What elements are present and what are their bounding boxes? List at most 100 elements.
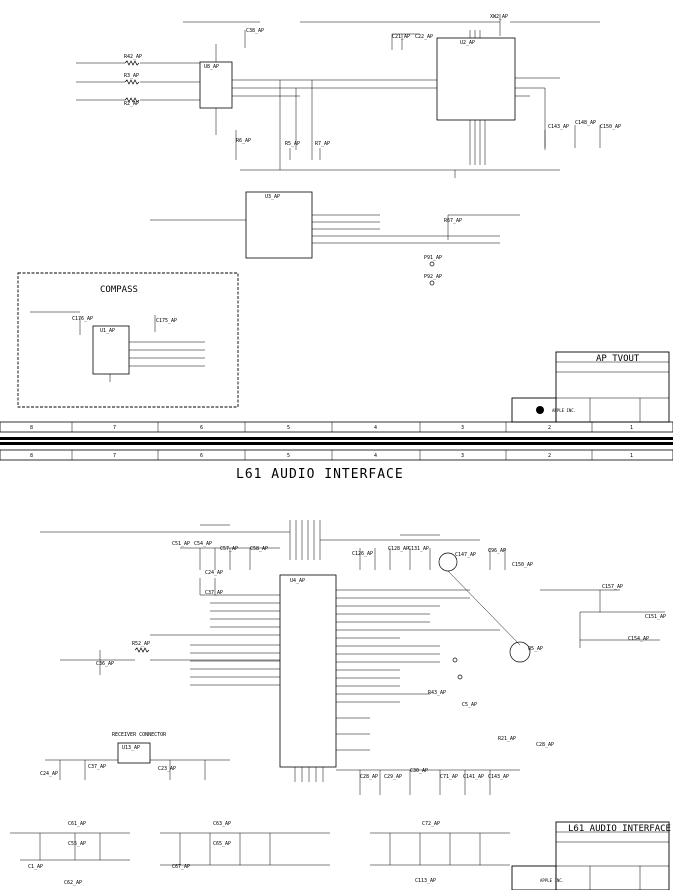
comp-label: C71_AP bbox=[440, 774, 458, 780]
chip-u2 bbox=[436, 37, 516, 121]
comp-label: C148_AP bbox=[575, 120, 596, 126]
receiver-connector-label: RECEIVER CONNECTOR bbox=[112, 732, 167, 738]
lower-sheet: L61 AUDIO INTERFACE U4_AP C51_AP C54_AP … bbox=[0, 449, 673, 890]
comp-label: C154_AP bbox=[628, 636, 649, 642]
comp-label: C21_AP bbox=[392, 34, 410, 40]
comp-label: C141_AP bbox=[463, 774, 484, 780]
compass-label: COMPASS bbox=[100, 285, 138, 295]
comp-label: R6_AP bbox=[236, 138, 251, 144]
comp-label: C143_AP bbox=[548, 124, 569, 130]
comp-label: C65_AP bbox=[213, 841, 231, 847]
comp-label: Q5_AP bbox=[528, 646, 543, 652]
comp-label: C54_AP bbox=[194, 541, 212, 547]
zone-number: 1 bbox=[630, 453, 633, 459]
comp-label: XW2_AP bbox=[490, 14, 508, 20]
comp-label: C38_AP bbox=[246, 28, 264, 34]
zone-number: 3 bbox=[461, 425, 464, 431]
zone-number: 5 bbox=[287, 453, 290, 459]
comp-label: C176_AP bbox=[72, 316, 93, 322]
comp-label: C131_AP bbox=[408, 546, 429, 552]
comp-label: R67_AP bbox=[444, 218, 462, 224]
chip-u1 bbox=[92, 325, 130, 375]
comp-label: C22_AP bbox=[415, 34, 433, 40]
comp-label: C23_AP bbox=[158, 766, 176, 772]
comp-label: R5_AP bbox=[285, 141, 300, 147]
zone-row-top bbox=[0, 421, 673, 433]
comp-label: C61_AP bbox=[68, 821, 86, 827]
comp-label: C126_AP bbox=[352, 551, 373, 557]
comp-label: U13_AP bbox=[122, 745, 140, 751]
zone-labels-bottom: 8 7 6 5 4 3 2 1 bbox=[30, 453, 633, 459]
comp-label: P91_AP bbox=[424, 255, 442, 261]
comp-label: C24_AP bbox=[205, 570, 223, 576]
zone-number: 7 bbox=[113, 453, 116, 459]
lower-footer-title: L61 AUDIO INTERFACE bbox=[568, 824, 671, 834]
comp-label: C151_AP bbox=[645, 614, 666, 620]
comp-label: C37_AP bbox=[205, 590, 223, 596]
lower-title-block bbox=[555, 821, 670, 890]
comp-label: C28_AP bbox=[536, 742, 554, 748]
comp-label: C150_AP bbox=[512, 562, 533, 568]
apple-logo-icon bbox=[536, 406, 544, 414]
comp-label: C67_AP bbox=[172, 864, 190, 870]
compass-box bbox=[17, 272, 239, 408]
lower-sheet-title: L61 AUDIO INTERFACE bbox=[236, 467, 404, 482]
comp-label: P92_AP bbox=[424, 274, 442, 280]
comp-label: C28_AP bbox=[360, 774, 378, 780]
comp-label: C150_AP bbox=[600, 124, 621, 130]
comp-label: R3_AP bbox=[124, 73, 139, 79]
comp-label: C36_AP bbox=[96, 661, 114, 667]
comp-label: C157_AP bbox=[602, 584, 623, 590]
comp-label: U2_AP bbox=[460, 40, 475, 46]
comp-label: C63_AP bbox=[213, 821, 231, 827]
comp-label: R21_AP bbox=[498, 736, 516, 742]
zone-number: 6 bbox=[200, 425, 203, 431]
zone-number: 2 bbox=[548, 425, 551, 431]
zone-number: 1 bbox=[630, 425, 633, 431]
comp-label: C30_AP bbox=[410, 768, 428, 774]
comp-label: U4_AP bbox=[290, 578, 305, 584]
chip-u8 bbox=[199, 61, 233, 109]
chip-u13 bbox=[117, 742, 151, 764]
comp-label: C57_AP bbox=[220, 546, 238, 552]
comp-label: R2_AP bbox=[124, 101, 139, 107]
comp-label: C24_AP bbox=[40, 771, 58, 777]
zone-labels-top: 8 7 6 5 4 3 2 1 bbox=[30, 425, 633, 431]
comp-label: R43_AP bbox=[428, 690, 446, 696]
comp-label: C55_AP bbox=[68, 841, 86, 847]
lower-company: APPLE INC. bbox=[540, 878, 564, 883]
zone-number: 2 bbox=[548, 453, 551, 459]
chip-u3 bbox=[245, 191, 313, 259]
comp-label: U1_AP bbox=[100, 328, 115, 334]
zone-number: 6 bbox=[200, 453, 203, 459]
comp-label: C62_AP bbox=[64, 880, 82, 886]
comp-label: C72_AP bbox=[422, 821, 440, 827]
comp-label: C147_AP bbox=[455, 552, 476, 558]
upper-sheet: XW2_AP C38_AP C21_AP C22_AP R42_AP R3_AP… bbox=[0, 14, 673, 433]
upper-sheet-title: AP TVOUT bbox=[596, 354, 640, 364]
comp-label: C175_AP bbox=[156, 318, 177, 324]
comp-label: C143_AP bbox=[488, 774, 509, 780]
chip-u4 bbox=[279, 574, 337, 768]
comp-label: U3_AP bbox=[265, 194, 280, 200]
zone-number: 4 bbox=[374, 453, 377, 459]
comp-label: C5_AP bbox=[462, 702, 477, 708]
comp-label: C29_AP bbox=[384, 774, 402, 780]
zone-number: 3 bbox=[461, 453, 464, 459]
comp-label: C37_AP bbox=[88, 764, 106, 770]
comp-label: C128_AP bbox=[388, 546, 409, 552]
comp-label: R7_AP bbox=[315, 141, 330, 147]
zone-number: 8 bbox=[30, 425, 33, 431]
comp-label: C1_AP bbox=[28, 864, 43, 870]
zone-row-bottom bbox=[0, 449, 673, 461]
comp-label: C96_AP bbox=[488, 548, 506, 554]
comp-label: R52_AP bbox=[132, 641, 150, 647]
upper-company: APPLE INC. bbox=[552, 408, 576, 413]
zone-number: 7 bbox=[113, 425, 116, 431]
comp-label: R42_AP bbox=[124, 54, 142, 60]
transistor-icon bbox=[509, 641, 531, 663]
comp-label: U8_AP bbox=[204, 64, 219, 70]
comp-label: C113_AP bbox=[415, 878, 436, 884]
comp-label: C51_AP bbox=[172, 541, 190, 547]
